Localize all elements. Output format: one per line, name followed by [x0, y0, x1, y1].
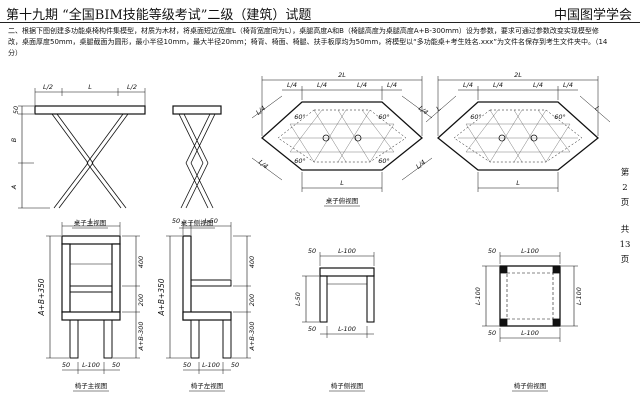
caption-chair-front: 椅子主视图: [75, 381, 108, 390]
dim-label: 50: [308, 247, 316, 255]
page-indicator: 第 2 页 共 13 页: [616, 166, 634, 268]
dim-label: B: [10, 137, 18, 142]
dim-label: 50: [231, 361, 239, 369]
page-char-1: 第: [620, 168, 630, 178]
dim-label: L-100: [521, 247, 539, 255]
dim-label: 50: [12, 106, 20, 114]
dim-label: L/4: [493, 81, 503, 89]
dim-label: L/4: [257, 158, 270, 170]
caption-chair-top: 椅子俯视图: [514, 381, 547, 390]
page-number: 2: [622, 183, 628, 193]
dim-label: 200: [137, 294, 145, 306]
dim-label: L/4: [357, 81, 367, 89]
dim-label: A+B+350: [157, 278, 166, 316]
dim-label: L/4: [317, 81, 327, 89]
dim-label: 50: [62, 361, 70, 369]
dim-label: 2L: [338, 71, 346, 79]
header-rule: [0, 22, 640, 23]
dim-label: 60°: [294, 157, 306, 165]
dim-label: L: [89, 217, 93, 225]
page-char-3: 页: [620, 198, 630, 208]
total-char-1: 共: [620, 225, 630, 235]
exam-title: 第十九期 “全国BIM技能等级考试”二级（建筑）试题: [6, 8, 312, 23]
dim-label: 2L: [514, 71, 522, 79]
chair-front-view: [46, 222, 140, 374]
dim-label: L: [435, 104, 443, 113]
dim-label: 60°: [294, 113, 306, 121]
dim-label: 50: [172, 217, 180, 225]
dim-label: 400: [248, 256, 256, 268]
dim-label: L-100: [521, 329, 539, 337]
table-top-view-a: [251, 76, 433, 192]
table-top-view-b: [425, 76, 611, 192]
dim-label: L-100: [474, 287, 482, 305]
dim-label: L/2: [127, 83, 137, 91]
dim-label: L-100: [575, 287, 583, 305]
dim-label: 60°: [554, 113, 566, 121]
dim-label: 50: [112, 361, 120, 369]
dim-label: 60°: [378, 113, 390, 121]
dim-label: L/4: [563, 81, 573, 89]
dim-label: 400: [137, 256, 145, 268]
dim-label: A+B-300: [248, 322, 256, 352]
caption-table-front: 桌子主视图: [74, 218, 107, 227]
dim-label: L/4: [414, 158, 427, 170]
dim-label: 50: [488, 247, 496, 255]
total-char-3: 页: [620, 255, 630, 265]
dim-label: L: [340, 179, 344, 187]
total-pages: 13: [619, 240, 631, 250]
dim-label: L: [516, 179, 520, 187]
caption-chair-side: 椅子侧视图: [331, 381, 364, 390]
caption-chair-left: 椅子左视图: [191, 381, 224, 390]
dim-label: L: [593, 104, 601, 113]
caption-table-top: 桌子俯视图: [326, 196, 359, 205]
dim-label: 60°: [470, 113, 482, 121]
dim-label: 200: [248, 294, 256, 306]
dim-label: L/4: [533, 81, 543, 89]
dim-label: L-50: [294, 292, 302, 306]
dim-label: A+B-300: [137, 322, 145, 352]
dim-label: 50: [183, 361, 191, 369]
chair-side-view: [302, 252, 375, 338]
dim-label: L-100: [338, 325, 356, 333]
dim-label: L-100: [202, 361, 220, 369]
chair-top-view: [482, 252, 578, 342]
dim-label: L: [88, 83, 92, 91]
dim-label: L-100: [338, 247, 356, 255]
dim-label: L/2: [43, 83, 53, 91]
dim-label: L/4: [463, 81, 473, 89]
dim-label: L/4: [387, 81, 397, 89]
caption-table-side: 桌子侧视图: [181, 218, 214, 227]
dim-label: A: [10, 185, 18, 190]
table-front-view: [18, 88, 146, 209]
dim-label: L/4: [287, 81, 297, 89]
dim-label: L-50: [204, 217, 218, 225]
dim-label: 60°: [378, 157, 390, 165]
table-side-view: [172, 105, 222, 209]
question-text: 二、根据下图创建多功能桌椅构件集模型，材质为木材，将桌面短边宽度L（椅背宽度同为…: [8, 27, 608, 57]
dim-label: 50: [308, 325, 316, 333]
dim-label: A+B+350: [37, 278, 46, 316]
dim-label: 50: [488, 329, 496, 337]
chair-left-view: [166, 222, 251, 374]
dim-label: L-100: [82, 361, 100, 369]
organization-name: 中国图学学会: [553, 8, 632, 23]
